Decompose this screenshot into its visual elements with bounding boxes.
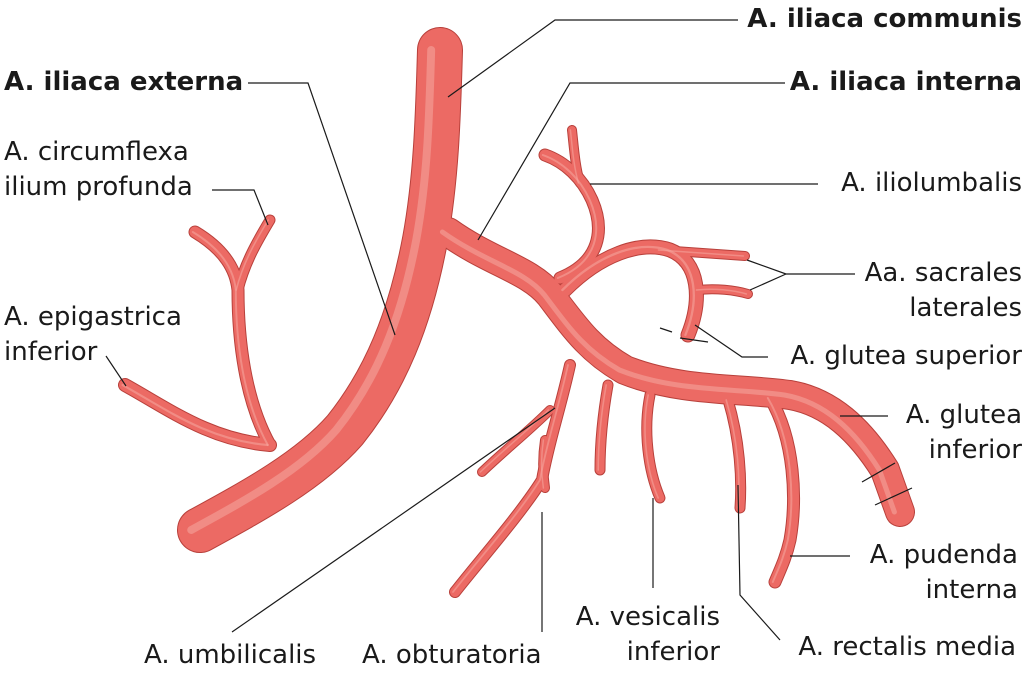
vessel-umbilicalis-branch-2-highlight [540,439,545,489]
label-vesicalis-line1: A. vesicalis [575,602,720,632]
vessel-vesicalis-2-highlight [644,394,660,499]
label-sacrales-line1: Aa. sacrales [864,258,1022,288]
vessel-umbilicalis-branch-highlight [479,409,550,473]
leader-sacrales-2 [749,273,787,291]
leader-rectalis [737,484,781,641]
vessel-iliaca-communis-externa-fill [178,28,462,552]
leader-umbilicalis [231,407,556,633]
label-circumflexa-line2: ilium profunda [4,172,193,202]
vessel-umbilicalis-fill [450,360,575,597]
label-epigastrica-line1: A. epigastrica [4,302,182,332]
label-iliaca-interna: A. iliaca interna [789,67,1022,97]
vessel-vesicalis-inferior-highlight [597,384,608,471]
label-epigastrica-inferior: A. epigastrica inferior [4,300,182,370]
leader-iliaca-externa [248,82,396,336]
label-iliaca-communis: A. iliaca communis [747,4,1022,34]
vessel-epigastrica-branch-fill [189,226,276,451]
vessel-iliolumbalis-highlight [541,154,598,279]
vessel-group [118,27,915,598]
label-iliolumbalis: A. iliolumbalis [841,168,1022,198]
vessel-iliaca-interna-highlight [439,229,897,515]
cut-mark-1 [861,462,896,483]
vessel-umbilicalis [449,359,576,598]
label-rectalis-media: A. rectalis media [798,632,1016,662]
vessel-circumflexa-ilium-highlight [235,219,270,291]
vessel-pudenda-interna-fill [764,392,799,588]
vessel-sacralis-2-highlight [695,288,748,295]
cut-mark-2 [874,487,913,506]
label-sacrales-line2: laterales [909,293,1022,323]
label-epigastrica-line2: inferior [4,337,98,367]
leader-iliaca-interna [477,82,785,241]
vessel-circumflexa-ilium-fill [233,215,275,295]
vessel-rectalis-media-fill [723,395,746,513]
leader-iliaca-communis [447,19,738,98]
vessel-iliaca-communis-externa-highlight [187,46,436,534]
highlight-group [121,46,897,593]
vessel-vesicalis-2-fill [642,390,665,503]
cut-mark-4 [679,337,709,343]
label-sacrales-laterales: Aa. sacrales laterales [865,256,1022,326]
vessel-iliolumbalis-up-fill [568,126,584,187]
vessel-iliolumbalis-fill [539,149,604,284]
label-glutea-inferior-line2: inferior [928,435,1022,465]
vessel-pudenda-interna-highlight [766,397,793,583]
label-pudenda-interna: A. pudenda interna [870,538,1018,608]
label-circumflexa-ilium-profunda: A. circumflexa ilium profunda [4,135,193,205]
vessel-vesicalis-inferior-fill [595,380,613,475]
cut-mark-3 [659,327,673,333]
leader-sacrales-1 [746,259,855,275]
label-circumflexa-line1: A. circumflexa [4,137,189,167]
vessel-epigastrica-branch-highlight [191,231,269,446]
label-vesicalis-line2: inferior [626,637,720,667]
vessel-iliolumbalis-up-highlight [569,129,580,184]
vessel-umbilicalis-highlight [452,364,569,593]
leader-lines [105,19,913,641]
leader-circumflexa [212,189,269,226]
label-vesicalis-inferior: A. vesicalis inferior [560,600,720,670]
label-pudenda-line1: A. pudenda [869,540,1018,570]
label-umbilicalis: A. umbilicalis [144,640,317,670]
vessel-sacralis-1-highlight [657,249,745,257]
leader-glutea-superior [694,324,768,358]
leader-epigastrica [105,355,127,387]
label-pudenda-line2: interna [925,575,1018,605]
label-iliaca-externa: A. iliaca externa [4,67,244,97]
label-glutea-inferior-line1: A. glutea [905,400,1022,430]
label-glutea-inferior: A. glutea inferior [906,398,1022,468]
label-obturatoria: A. obturatoria [362,640,542,670]
label-glutea-superior: A. glutea superior [790,341,1023,371]
vessel-epigastrica-inferior-highlight [121,383,269,447]
